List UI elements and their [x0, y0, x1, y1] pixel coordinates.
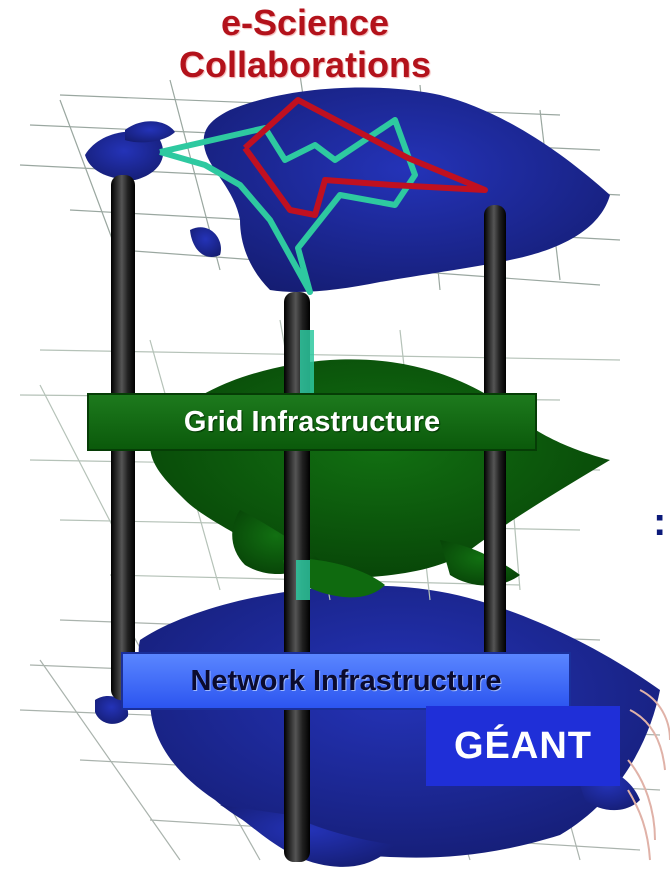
- grid-infrastructure-label: Grid Infrastructure: [87, 393, 537, 451]
- network-infrastructure-label: Network Infrastructure: [121, 652, 571, 710]
- collaboration-plane: [19, 74, 621, 295]
- edge-colon-mark: :: [653, 500, 667, 544]
- title-line-2: Collaborations: [178, 44, 432, 85]
- title-line-1: e-Science: [220, 2, 390, 43]
- collaboration-map-landmass: [85, 87, 610, 293]
- diagram-title: e-Science Collaborations: [150, 2, 460, 86]
- teal-connector-upper: [300, 330, 314, 400]
- grid-plane: [19, 319, 621, 601]
- teal-connector-lower: [296, 560, 310, 600]
- seal-watermark: [627, 689, 670, 861]
- collaboration-links: [159, 97, 488, 295]
- geant-badge: GÉANT: [426, 706, 620, 786]
- collaboration-link-red: [242, 97, 488, 218]
- pillar-right: [484, 205, 506, 700]
- collaboration-link-teal: [159, 117, 418, 295]
